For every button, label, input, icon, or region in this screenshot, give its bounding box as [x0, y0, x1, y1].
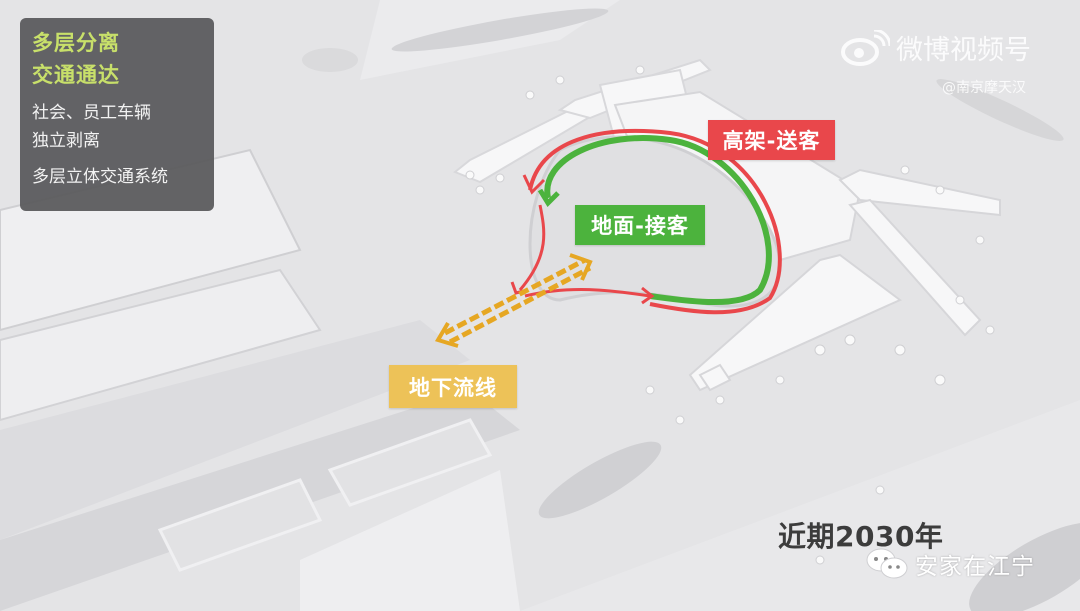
ground-pickup-label: 地面-接客	[575, 205, 705, 245]
weibo-logo-icon	[841, 29, 890, 66]
info-title-line2: 交通通达	[32, 63, 120, 87]
timeline-label: 近期2030年	[778, 520, 944, 553]
weibo-watermark: 微博视频号	[840, 28, 1031, 67]
wechat-watermark: 安家在江宁	[865, 547, 1035, 581]
info-panel: 多层分离 交通通达 社会、员工车辆 独立剥离 多层立体交通系统	[20, 18, 214, 211]
info-desc-line1: 社会、员工车辆	[32, 103, 151, 123]
info-desc-line2: 独立剥离	[32, 131, 100, 151]
elevated-dropoff-label: 高架-送客	[708, 120, 835, 160]
underground-flow-label: 地下流线	[389, 365, 517, 408]
weibo-handle: @南京摩天汉	[942, 80, 1026, 96]
info-desc-line3: 多层立体交通系统	[32, 167, 168, 187]
wechat-account-name: 安家在江宁	[915, 554, 1035, 580]
wechat-logo-icon	[866, 548, 908, 579]
info-title-line1: 多层分离	[32, 31, 120, 55]
weibo-platform-text: 微博视频号	[896, 35, 1031, 66]
